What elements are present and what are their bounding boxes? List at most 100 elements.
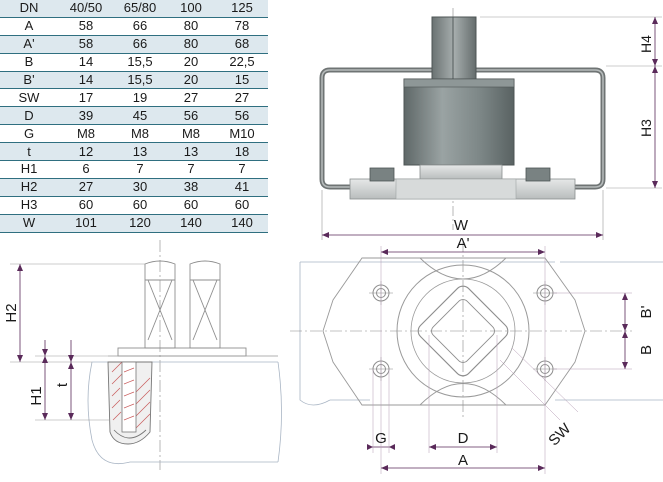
bore-circle [396, 264, 530, 398]
table-cell: 68 [216, 35, 268, 54]
table-cell: 15,5 [114, 53, 166, 72]
table-cell: 20 [166, 71, 216, 90]
sw-label: SW [545, 420, 575, 450]
table-cell: 56 [166, 106, 216, 126]
row-label: A' [0, 35, 58, 54]
table-cell: M8 [58, 124, 114, 144]
table-cell: 56 [216, 106, 268, 126]
square-drive [417, 285, 509, 377]
table-cell: 60 [216, 196, 268, 215]
table-cell: 66 [114, 17, 166, 36]
table-cell: 27 [166, 88, 216, 108]
table-cell: 22,5 [216, 53, 268, 72]
table-cell: 6 [58, 160, 114, 179]
d-label: D [458, 430, 469, 447]
table-cell: 27 [216, 88, 268, 108]
table-cell: 80 [166, 17, 216, 36]
right-bolt [525, 167, 551, 182]
a-label: A [458, 452, 468, 469]
table-cell: 101 [58, 214, 114, 233]
table-cell: 140 [216, 214, 268, 233]
section-view: H2 H1 t [3, 240, 282, 470]
h3-label: H3 [638, 119, 654, 137]
front-view: H4 H3 W [319, 8, 662, 240]
table-cell: 27 [58, 178, 114, 197]
row-label: SW [0, 88, 58, 108]
table-cell: 120 [114, 214, 166, 233]
table-cell: M8 [114, 124, 166, 144]
row-label: W [0, 214, 58, 233]
table-cell: 60 [166, 196, 216, 215]
table-cell: 13 [114, 142, 166, 162]
table-cell: 80 [166, 35, 216, 54]
table-cell: 14 [58, 53, 114, 72]
table-cell: 60 [58, 196, 114, 215]
h2-label: H2 [3, 303, 20, 322]
table-cell: 66 [114, 35, 166, 54]
b-label: B [638, 345, 655, 355]
row-label: t [0, 142, 58, 162]
table-cell: 12 [58, 142, 114, 162]
row-label: H3 [0, 196, 58, 215]
row-label: H2 [0, 178, 58, 197]
table-cell: 30 [114, 178, 166, 197]
hex-shaft [431, 16, 477, 80]
table-cell: 14 [58, 71, 114, 90]
a-prime-label: A' [457, 235, 470, 252]
h1-label: H1 [28, 386, 45, 405]
row-label: H1 [0, 160, 58, 179]
t-label: t [54, 382, 71, 387]
table-cell: 41 [216, 178, 268, 197]
table-cell: 19 [114, 88, 166, 108]
table-cell: 60 [114, 196, 166, 215]
table-cell: 40/50 [58, 0, 114, 18]
table-cell: 58 [58, 35, 114, 54]
w-label: W [454, 217, 469, 234]
table-cell: 100 [166, 0, 216, 18]
table-cell: 78 [216, 17, 268, 36]
table-cell: 13 [166, 142, 216, 162]
table-cell: 140 [166, 214, 216, 233]
table-cell: 38 [166, 178, 216, 197]
table-cell: 7 [166, 160, 216, 179]
table-cell: 45 [114, 106, 166, 126]
table-cell: 17 [58, 88, 114, 108]
plan-view: A' A D G B' B SW [290, 235, 663, 474]
table-cell: 125 [216, 0, 268, 18]
table-cell: 18 [216, 142, 268, 162]
row-label: DN [0, 0, 58, 18]
table-cell: 20 [166, 53, 216, 72]
row-label: G [0, 124, 58, 144]
row-label: A [0, 17, 58, 36]
h4-label: H4 [638, 35, 654, 53]
table-cell: M10 [216, 124, 268, 144]
table-cell: 39 [58, 106, 114, 126]
g-label: G [375, 430, 387, 447]
left-bolt [369, 167, 395, 182]
table-cell: 7 [114, 160, 166, 179]
table-cell: 7 [216, 160, 268, 179]
table-cell: 15,5 [114, 71, 166, 90]
row-label: B [0, 53, 58, 72]
b-prime-label: B' [638, 305, 655, 318]
table-cell: 15 [216, 71, 268, 90]
table-cell: 65/80 [114, 0, 166, 18]
actuator-cylinder [403, 78, 515, 166]
row-label: B' [0, 71, 58, 90]
table-cell: 58 [58, 17, 114, 36]
